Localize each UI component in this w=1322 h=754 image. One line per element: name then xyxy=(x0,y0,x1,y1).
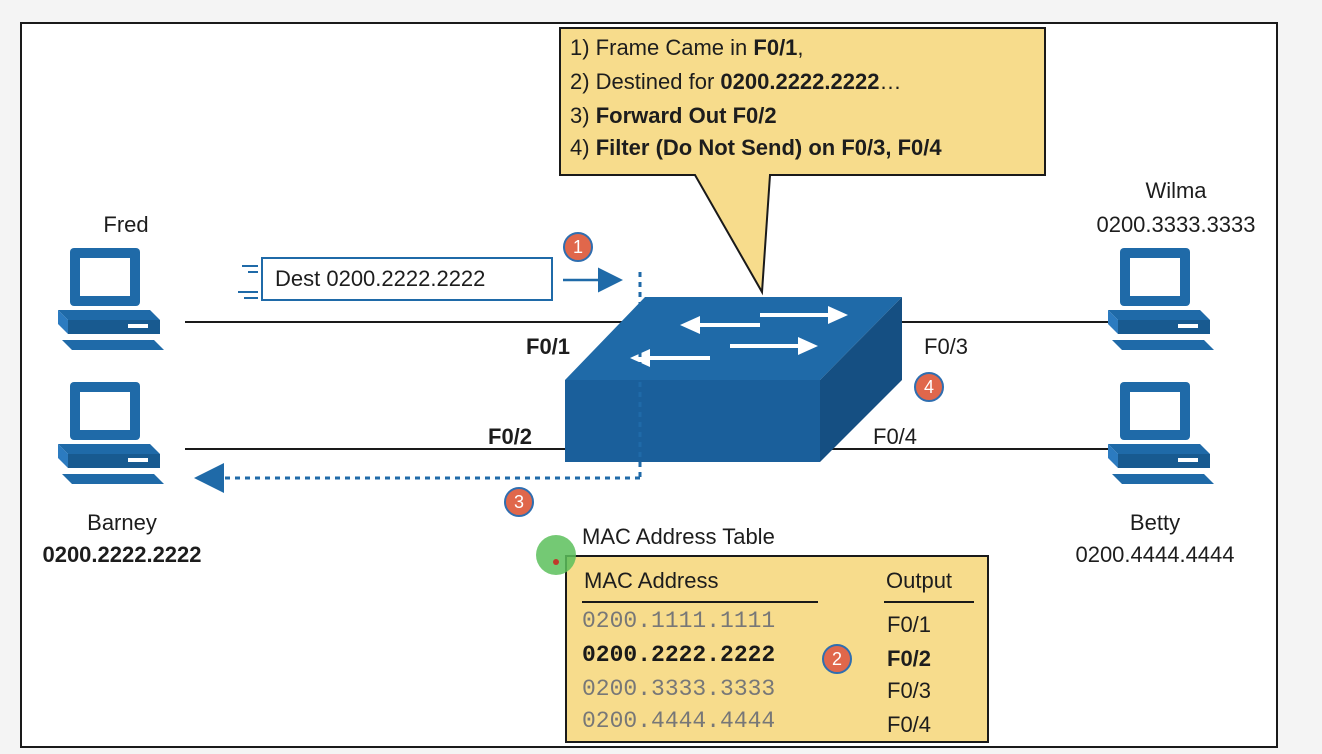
mac-table-box xyxy=(565,555,989,743)
host-label-betty: Betty xyxy=(1129,510,1181,535)
mac-table-title: MAC Address Table xyxy=(582,524,775,549)
frame-icon xyxy=(238,257,553,301)
host-mac-wilma: 0200.3333.3333 xyxy=(1096,212,1256,237)
step-badge-2: 2 xyxy=(822,644,852,674)
host-mac-barney: 0200.2222.2222 xyxy=(42,542,202,567)
cursor-highlight xyxy=(536,535,576,575)
callout-line-3: 3) Forward Out F0/2 xyxy=(570,103,777,128)
computer-icon-betty xyxy=(1108,382,1214,484)
switch-icon xyxy=(565,297,902,462)
port-label-f04: F0/4 xyxy=(873,424,918,449)
step-badge-4: 4 xyxy=(914,372,944,402)
port-label-f01: F0/1 xyxy=(526,334,571,359)
host-mac-betty: 0200.4444.4444 xyxy=(1075,542,1235,567)
mac-table-header-output: Output xyxy=(886,568,953,593)
computer-icon-wilma xyxy=(1108,248,1214,350)
callout-line-1: 1) Frame Came in F0/1, xyxy=(570,35,804,60)
host-label-barney: Barney xyxy=(87,510,157,535)
mac-table-row-mac: 0200.4444.4444 xyxy=(582,708,776,734)
callout-box xyxy=(559,27,1046,296)
mac-table-row-mac-selected: 0200.2222.2222 xyxy=(582,642,776,668)
mac-table-row-mac: 0200.1111.1111 xyxy=(582,608,776,634)
computer-icon-barney xyxy=(58,382,164,484)
mac-table-row-port: F0/1 xyxy=(887,612,932,637)
mac-table-row-port-selected: F0/2 xyxy=(887,646,932,671)
callout-line-2: 2) Destined for 0200.2222.2222… xyxy=(570,69,902,94)
callout-line-4: 4) Filter (Do Not Send) on F0/3, F0/4 xyxy=(570,135,942,160)
host-label-wilma: Wilma xyxy=(1145,178,1207,203)
mac-table-row-port: F0/3 xyxy=(887,678,932,703)
step-badge-3: 3 xyxy=(504,487,534,517)
computer-icon-fred xyxy=(58,248,164,350)
frame-path xyxy=(194,267,642,493)
port-label-f02: F0/2 xyxy=(488,424,533,449)
mac-table-row-port: F0/4 xyxy=(887,712,932,737)
step-badge-1: 1 xyxy=(563,232,593,262)
port-label-f03: F0/3 xyxy=(924,334,969,359)
cursor-dot xyxy=(553,559,559,565)
mac-table-row-mac: 0200.3333.3333 xyxy=(582,676,776,702)
mac-table-header-mac: MAC Address xyxy=(584,568,719,593)
host-label-fred: Fred xyxy=(103,212,149,237)
frame-dest-label: Dest 0200.2222.2222 xyxy=(275,266,486,291)
